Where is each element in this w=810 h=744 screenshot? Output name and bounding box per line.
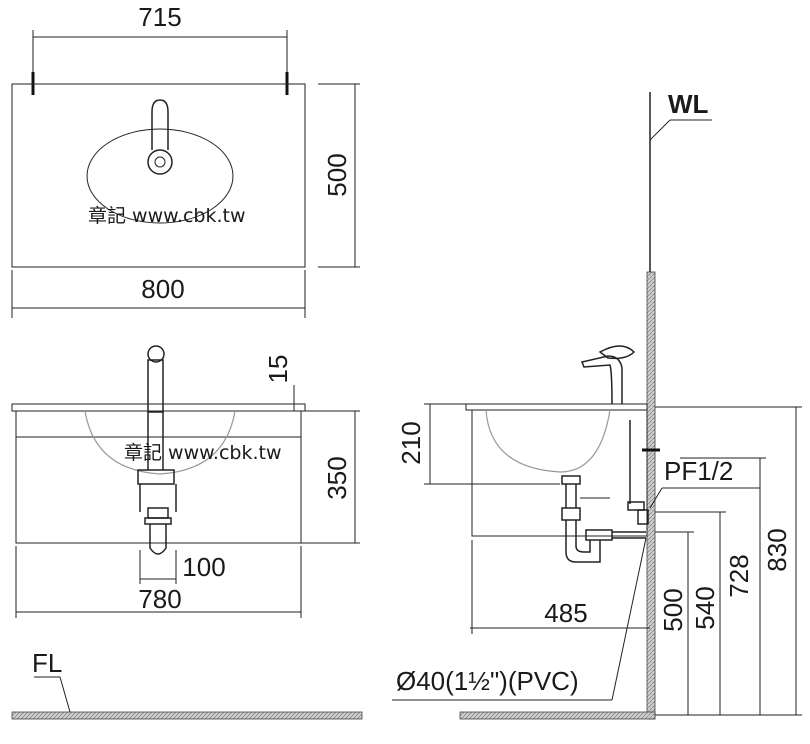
floor-left: FL — [11, 648, 363, 720]
dim-780-label: 780 — [138, 584, 181, 614]
dim-350-label: 350 — [322, 456, 352, 499]
front-view: 100 15 350 780 章記 www.cbk.tw — [11, 345, 360, 618]
wall-line-label: WL — [668, 89, 709, 119]
watermark-top: 章記 www.cbk.tw — [88, 205, 246, 227]
dim-715-label: 715 — [138, 2, 181, 32]
dim-100-label: 100 — [182, 552, 225, 582]
dim-800-label: 800 — [141, 274, 184, 304]
dim-500-side-label: 500 — [658, 588, 688, 631]
dim-540-label: 540 — [690, 586, 720, 629]
supply-fitting-label: PF1/2 — [664, 456, 733, 486]
dim-728-label: 728 — [724, 554, 754, 597]
dim-15-label: 15 — [263, 355, 293, 384]
top-view: 715 500 800 章記 www.cbk.tw — [11, 2, 360, 318]
drain-pipe-label: Ø40(1½")(PVC) — [396, 666, 579, 696]
floor-label: FL — [32, 648, 62, 678]
dim-210-label: 210 — [396, 421, 426, 464]
dim-485-label: 485 — [544, 598, 587, 628]
dim-830-label: 830 — [762, 528, 792, 571]
side-view: WL PF1/2 210 — [392, 89, 802, 720]
dim-500-top-label: 500 — [322, 153, 352, 196]
watermark-front: 章記 www.cbk.tw — [124, 442, 282, 464]
